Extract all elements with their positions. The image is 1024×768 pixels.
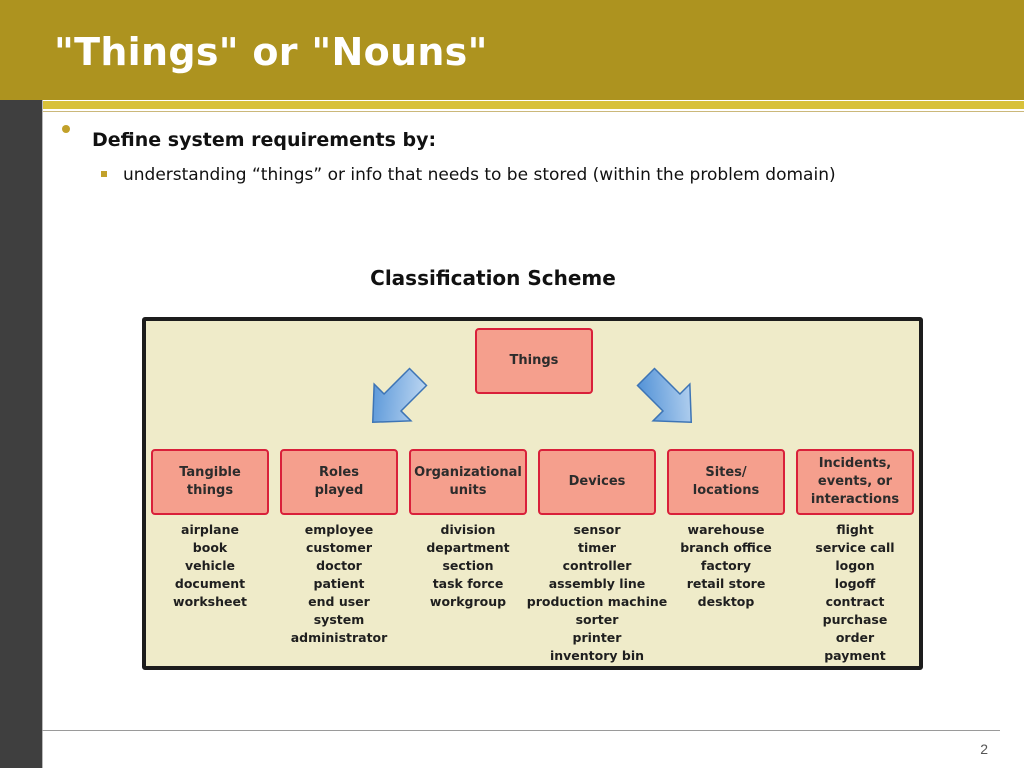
root-label: Things <box>509 353 559 368</box>
category-label: Devices <box>568 474 626 489</box>
list-item: production machine <box>526 594 668 609</box>
list-item: book <box>192 540 228 555</box>
header-accent-stripe <box>0 101 1024 109</box>
list-item: sorter <box>575 612 619 627</box>
list-item: order <box>835 630 875 645</box>
category-label: Tangible things <box>179 465 241 498</box>
category-label: Sites/ locations <box>692 465 760 498</box>
list-item: logoff <box>834 576 876 591</box>
list-item: assembly line <box>548 576 646 591</box>
diagram-arrows <box>371 367 693 424</box>
category-items-organizational-units: division department section task force w… <box>395 521 541 611</box>
category-box-devices: Devices <box>538 449 656 515</box>
list-item: division <box>440 522 496 537</box>
header-underline <box>42 111 1024 112</box>
list-item: vehicle <box>185 558 235 573</box>
list-item: sensor <box>573 522 621 537</box>
list-item: workgroup <box>429 594 507 609</box>
classification-diagram: Things Tangible things Roles played Orga… <box>142 317 923 670</box>
list-item: airplane <box>181 522 239 537</box>
sub-bullet-text: understanding “things” or info that need… <box>123 165 836 185</box>
list-item: patient <box>313 576 365 591</box>
list-item: logon <box>835 558 875 573</box>
category-label: Roles played <box>314 465 364 498</box>
list-item: inventory bin <box>549 648 645 663</box>
list-item: doctor <box>316 558 362 573</box>
category-box-sites-locations: Sites/ locations <box>667 449 785 515</box>
list-item: purchase <box>822 612 888 627</box>
list-item: customer <box>306 540 372 555</box>
list-item: warehouse <box>687 522 765 537</box>
slide-title: "Things" or "Nouns" <box>54 30 488 74</box>
arrow-left-icon <box>371 367 428 424</box>
list-item: document <box>174 576 246 591</box>
category-box-incidents: Incidents, events, or interactions <box>796 449 914 515</box>
list-item: printer <box>572 630 622 645</box>
arrow-right-icon <box>636 367 693 424</box>
list-item: factory <box>700 558 752 573</box>
bullet-dot-icon <box>62 125 70 133</box>
list-item: task force <box>432 576 504 591</box>
list-item: employee <box>304 522 374 537</box>
category-box-roles-played: Roles played <box>280 449 398 515</box>
list-item: desktop <box>697 594 755 609</box>
category-items-sites-locations: warehouse branch office factory retail s… <box>653 521 799 611</box>
list-item: system <box>313 612 365 627</box>
category-items-tangible-things: airplane book vehicle document worksheet <box>137 521 283 611</box>
list-item: section <box>442 558 494 573</box>
bullet-text: Define system requirements by: <box>92 129 437 151</box>
list-item: payment <box>824 648 886 663</box>
category-box-tangible-things: Tangible things <box>151 449 269 515</box>
list-item: retail store <box>686 576 766 591</box>
root-box-things: Things <box>475 328 593 394</box>
category-label: Organizational units <box>414 465 522 498</box>
header-gap <box>0 109 1024 112</box>
left-side-bar <box>0 100 43 768</box>
category-items-incidents: flight service call logon logoff contrac… <box>782 521 928 665</box>
sub-bullet-square-icon <box>101 171 107 177</box>
category-items-roles-played: employee customer doctor patient end use… <box>266 521 412 647</box>
list-item: worksheet <box>173 594 247 609</box>
footer-divider <box>42 730 1000 731</box>
list-item: end user <box>308 594 370 609</box>
list-item: branch office <box>680 540 772 555</box>
list-item: contract <box>825 594 885 609</box>
page-number: 2 <box>980 741 988 757</box>
list-item: administrator <box>290 630 388 645</box>
list-item: flight <box>836 522 874 537</box>
list-item: timer <box>578 540 616 555</box>
category-box-organizational-units: Organizational units <box>409 449 527 515</box>
list-item: service call <box>815 540 895 555</box>
category-items-devices: sensor timer controller assembly line pr… <box>524 521 670 665</box>
list-item: controller <box>562 558 632 573</box>
header-bar: "Things" or "Nouns" <box>0 0 1024 100</box>
category-label: Incidents, events, or interactions <box>810 456 900 507</box>
diagram-subtitle: Classification Scheme <box>370 266 616 290</box>
list-item: department <box>426 540 510 555</box>
